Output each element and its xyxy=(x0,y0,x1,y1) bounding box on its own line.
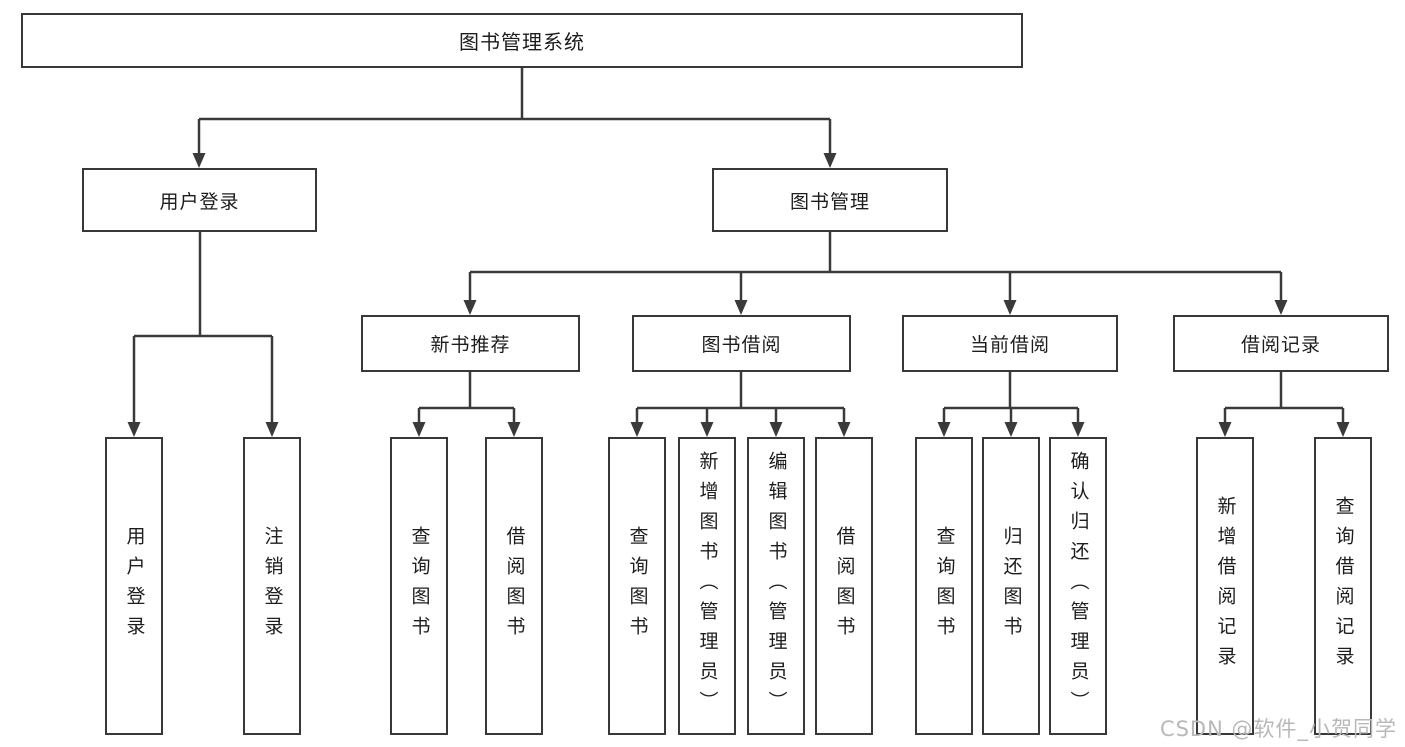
leaf-borrow-query-books: 查询图书 xyxy=(608,437,666,735)
csdn-watermark: CSDN @软件_小贺同学 xyxy=(1159,717,1397,741)
connector-new-book-children xyxy=(412,372,521,437)
connector-book-borrow-children xyxy=(630,372,851,437)
connector-current-borrow-children xyxy=(937,372,1085,437)
node-label: 图书管理系统 xyxy=(459,30,585,54)
wire xyxy=(470,232,1281,274)
node-label: 新增图书（管理员） xyxy=(696,451,719,721)
node-new-book-recommendation: 新书推荐 xyxy=(361,315,580,372)
node-label: 查询图书 xyxy=(626,526,649,646)
node-label: 图书借阅 xyxy=(701,334,782,356)
node-label: 当前借阅 xyxy=(969,334,1050,356)
node-label: 用户登录 xyxy=(159,190,240,213)
wire xyxy=(134,232,272,338)
node-book-borrowing: 图书借阅 xyxy=(632,315,851,372)
node-label: 借阅记录 xyxy=(1240,334,1321,356)
leaf-borrow-edit-books-admin: 编辑图书（管理员） xyxy=(747,437,805,735)
leaf-current-confirm-return-admin: 确认归还（管理员） xyxy=(1049,437,1107,735)
node-user-login: 用户登录 xyxy=(82,168,317,232)
connector-borrow-records-children xyxy=(1218,372,1350,437)
leaf-records-add-record: 新增借阅记录 xyxy=(1196,437,1254,735)
leaf-borrow-add-books-admin: 新增图书（管理员） xyxy=(678,437,736,735)
node-current-borrowing: 当前借阅 xyxy=(902,315,1118,372)
leaf-newbook-borrow-books: 借阅图书 xyxy=(485,437,543,735)
node-label: 查询借阅记录 xyxy=(1332,496,1355,676)
connector-root-to-level2 xyxy=(192,68,837,168)
leaf-logout: 注销登录 xyxy=(243,437,301,735)
leaf-borrow-borrow-books: 借阅图书 xyxy=(815,437,873,735)
node-label: 查询图书 xyxy=(933,526,956,646)
connector-user-login-children xyxy=(127,232,279,437)
node-label: 查询图书 xyxy=(408,526,431,646)
wire xyxy=(1225,372,1343,410)
node-label: 新书推荐 xyxy=(430,334,511,356)
wire xyxy=(944,372,1078,410)
node-label: 确认归还（管理员） xyxy=(1067,451,1090,721)
node-label: 新增借阅记录 xyxy=(1214,496,1237,676)
leaf-current-query-books: 查询图书 xyxy=(915,437,973,735)
node-label: 归还图书 xyxy=(1000,526,1023,646)
node-label: 借阅图书 xyxy=(503,526,526,646)
node-label: 用户登录 xyxy=(123,526,146,646)
leaf-current-return-books: 归还图书 xyxy=(982,437,1040,735)
node-label: 注销登录 xyxy=(261,526,284,646)
node-book-management: 图书管理 xyxy=(712,168,948,232)
node-label: 图书管理 xyxy=(789,190,870,213)
node-library-management-system: 图书管理系统 xyxy=(21,13,1023,68)
wire xyxy=(637,372,844,410)
node-label: 借阅图书 xyxy=(833,526,856,646)
leaf-user-login: 用户登录 xyxy=(105,437,163,735)
wire xyxy=(419,372,514,410)
node-label: 编辑图书（管理员） xyxy=(765,451,788,721)
connector-book-management-children xyxy=(463,232,1288,315)
leaf-records-query-record: 查询借阅记录 xyxy=(1314,437,1372,735)
leaf-newbook-query-books: 查询图书 xyxy=(390,437,448,735)
node-borrowing-records: 借阅记录 xyxy=(1173,315,1389,372)
wire xyxy=(199,68,830,121)
